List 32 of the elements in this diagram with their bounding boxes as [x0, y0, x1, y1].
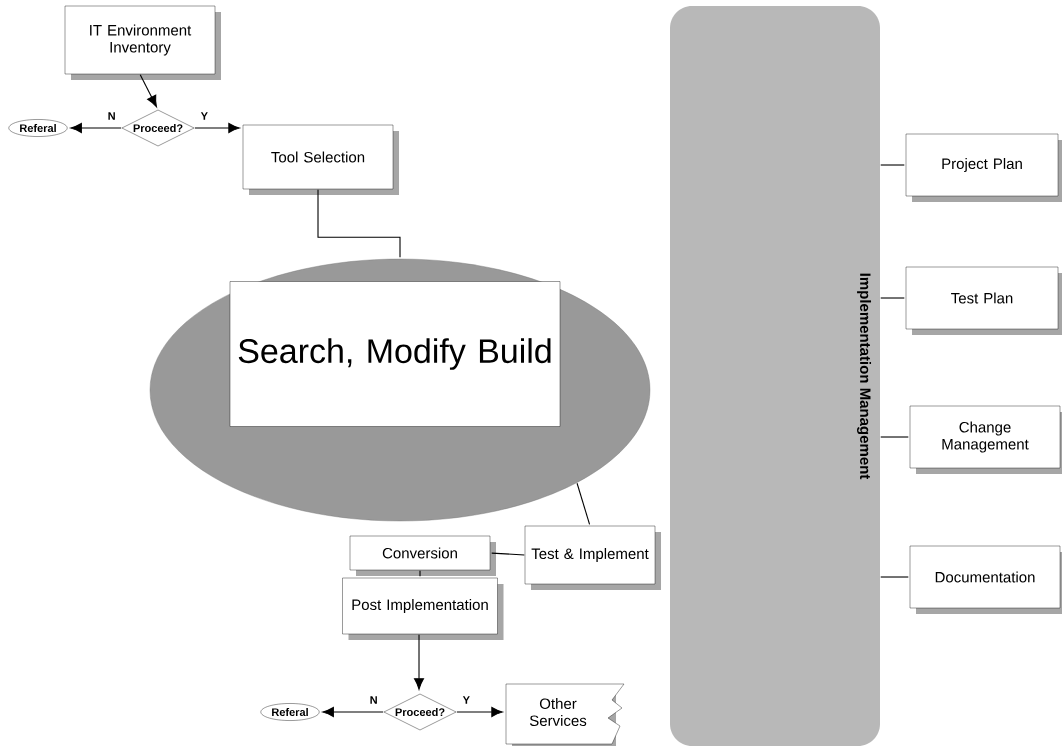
- edge-label: Y: [200, 112, 208, 120]
- process-box: Conversion: [349, 535, 496, 576]
- terminal-oval: Referal: [8, 119, 68, 137]
- process-box: Tool Selection: [242, 124, 399, 195]
- process-box: Test & Implement: [524, 525, 661, 590]
- terminal-oval: Referal: [260, 703, 320, 721]
- connector-line: [880, 164, 905, 166]
- arrow: [194, 122, 240, 134]
- edge-label: N: [370, 696, 377, 704]
- connector-line: [880, 436, 909, 438]
- connector-line: [576, 482, 591, 525]
- arrow: [70, 122, 122, 134]
- edge-label: N: [108, 112, 115, 120]
- band: Implementation Management: [670, 6, 880, 746]
- process-box: Post Implementation: [342, 577, 504, 640]
- process-box: Search, Modify Build: [229, 281, 561, 427]
- process-box: Project Plan: [905, 133, 1062, 202]
- connector-line: [880, 576, 909, 578]
- connector-line: [491, 552, 525, 556]
- arrow: [139, 74, 157, 108]
- connector-line: [317, 189, 401, 258]
- process-box: Test Plan: [905, 266, 1062, 335]
- arrow: [322, 707, 384, 718]
- connector-line: [419, 570, 421, 577]
- edge-label: Y: [462, 696, 470, 704]
- process-box: Other Services: [505, 683, 625, 746]
- process-box: Change Management: [909, 405, 1062, 474]
- connector-line: [880, 297, 905, 299]
- process-box: IT Environment Inventory: [64, 5, 221, 80]
- arrow: [413, 634, 425, 690]
- process-box: Documentation: [909, 545, 1062, 614]
- arrow: [456, 707, 503, 718]
